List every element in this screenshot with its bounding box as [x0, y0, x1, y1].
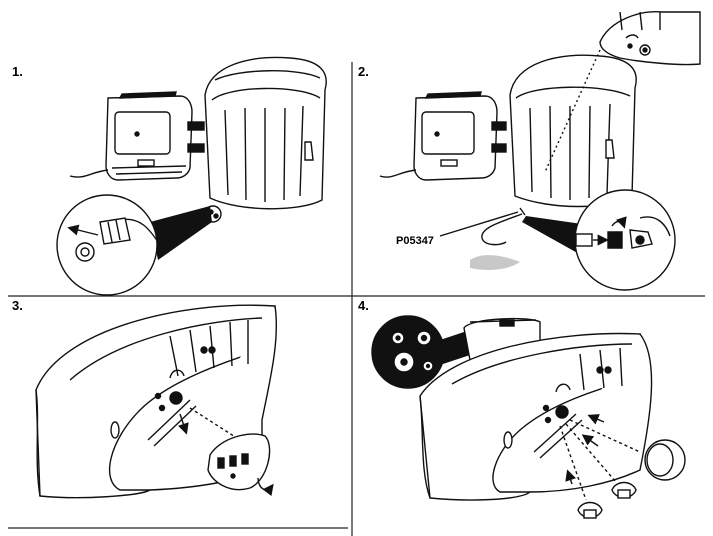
rotate-arrow-icon	[257, 477, 274, 497]
part-code-label: P05347	[396, 235, 434, 247]
jet-outlet-icon	[147, 369, 241, 447]
panel-1-illustration	[56, 56, 327, 296]
panel-2-illustration	[379, 11, 701, 291]
spa-tub-icon	[204, 56, 327, 210]
jet-outlet-icon	[533, 383, 641, 501]
magnifier-callout-icon	[371, 315, 470, 389]
panel-dividers	[8, 62, 705, 536]
spa-tub-icon	[419, 332, 653, 501]
panel-4-illustration	[371, 315, 686, 519]
step-number-2: 2.	[358, 64, 369, 79]
magnifier-callout-icon	[544, 11, 701, 173]
step-number-3: 3.	[12, 298, 23, 313]
spa-tub-icon	[509, 54, 637, 208]
step-number-4: 4.	[358, 298, 369, 313]
panel-3-illustration	[35, 304, 278, 499]
magnifier-callout-icon	[56, 194, 159, 296]
step-number-1: 1.	[12, 64, 23, 79]
pump-unit-icon	[69, 91, 205, 181]
magnifier-callout-icon	[574, 189, 676, 291]
water-stain	[470, 255, 520, 270]
filter-cartridge-icon	[577, 439, 686, 519]
drain-valve-icon	[439, 207, 526, 270]
filter-cartridge-icon	[207, 433, 274, 497]
pump-unit-icon	[379, 91, 507, 181]
